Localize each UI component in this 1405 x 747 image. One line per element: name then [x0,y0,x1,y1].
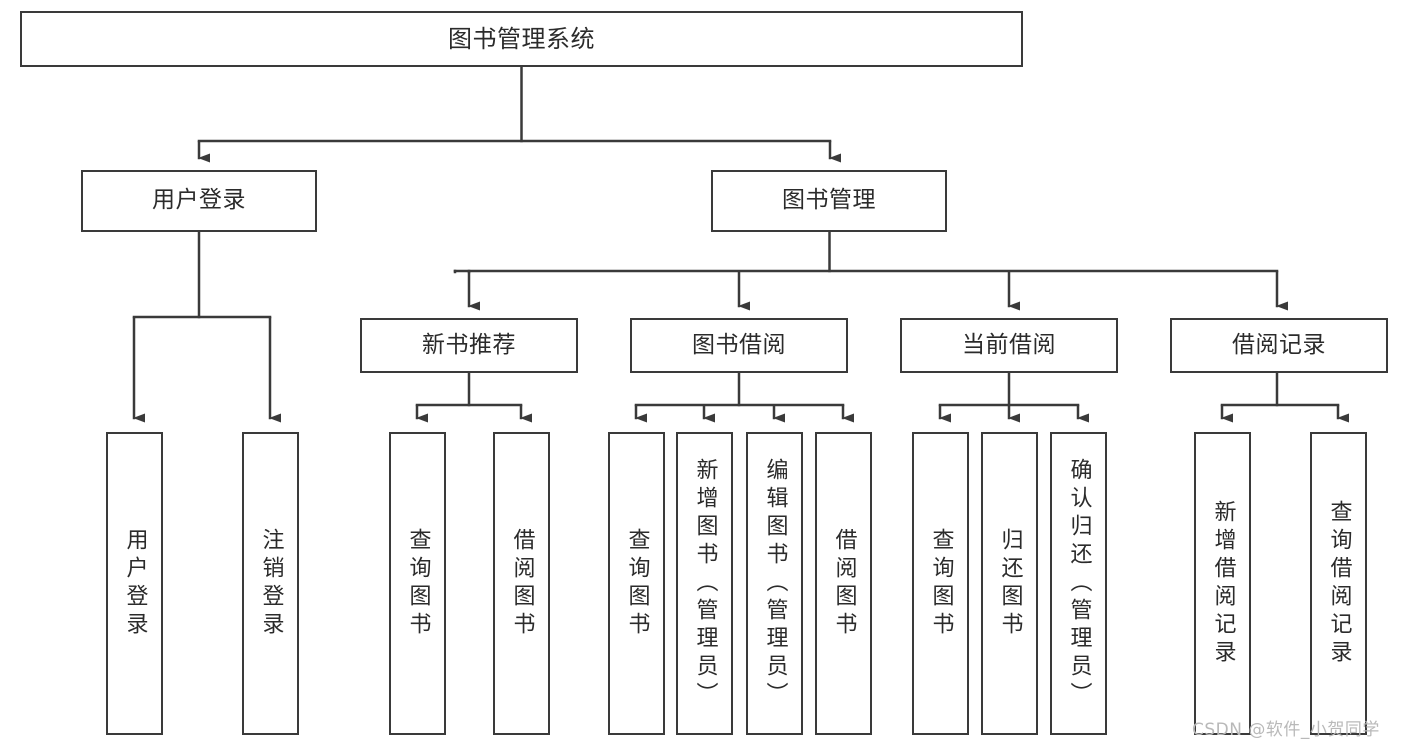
leaf-borrow-borrow-book[interactable]: 借阅图书 [815,432,872,735]
leaf-records-add-record[interactable]: 新增借阅记录 [1194,432,1251,735]
node-label: 用户登录 [122,527,148,640]
node-label: 借阅记录 [1232,331,1326,358]
node-new-book-recommend[interactable]: 新书推荐 [360,318,578,373]
node-label: 借阅图书 [509,527,535,640]
leaf-records-query-record[interactable]: 查询借阅记录 [1310,432,1367,735]
node-label: 查询图书 [405,527,431,640]
node-label: 新书推荐 [422,331,516,358]
leaf-current-return-book[interactable]: 归还图书 [981,432,1038,735]
node-label: 借阅图书 [831,527,857,640]
node-book-management[interactable]: 图书管理 [711,170,947,232]
leaf-user-login-login[interactable]: 用户登录 [106,432,163,735]
leaf-recommend-borrow-book[interactable]: 借阅图书 [493,432,550,735]
node-label: 新增借阅记录 [1210,499,1236,668]
leaf-current-query-book[interactable]: 查询图书 [912,432,969,735]
node-label: 图书管理 [782,187,876,214]
leaf-user-login-logout[interactable]: 注销登录 [242,432,299,735]
leaf-borrow-add-book-admin[interactable]: 新增图书（管理员） [676,432,733,735]
csdn-watermark: CSDN @软件_小贺同学 [1192,720,1380,740]
node-label: 编辑图书（管理员） [762,457,788,710]
leaf-borrow-edit-book-admin[interactable]: 编辑图书（管理员） [746,432,803,735]
node-label: 用户登录 [152,187,246,214]
node-label: 图书借阅 [692,331,786,358]
node-user-login[interactable]: 用户登录 [81,170,317,232]
node-label: 确认归还（管理员） [1066,457,1092,710]
node-current-borrow[interactable]: 当前借阅 [900,318,1118,373]
node-borrow-records[interactable]: 借阅记录 [1170,318,1388,373]
node-book-borrow[interactable]: 图书借阅 [630,318,848,373]
node-label: 查询借阅记录 [1326,499,1352,668]
node-label: 归还图书 [997,527,1023,640]
leaf-current-confirm-return-admin[interactable]: 确认归还（管理员） [1050,432,1107,735]
node-label: 当前借阅 [962,331,1056,358]
node-label: 图书管理系统 [448,24,595,53]
node-label: 注销登录 [258,527,284,640]
node-root-system[interactable]: 图书管理系统 [20,11,1023,67]
node-label: 新增图书（管理员） [692,457,718,710]
node-label: 查询图书 [928,527,954,640]
leaf-borrow-query-book[interactable]: 查询图书 [608,432,665,735]
leaf-recommend-query-book[interactable]: 查询图书 [389,432,446,735]
node-label: 查询图书 [624,527,650,640]
